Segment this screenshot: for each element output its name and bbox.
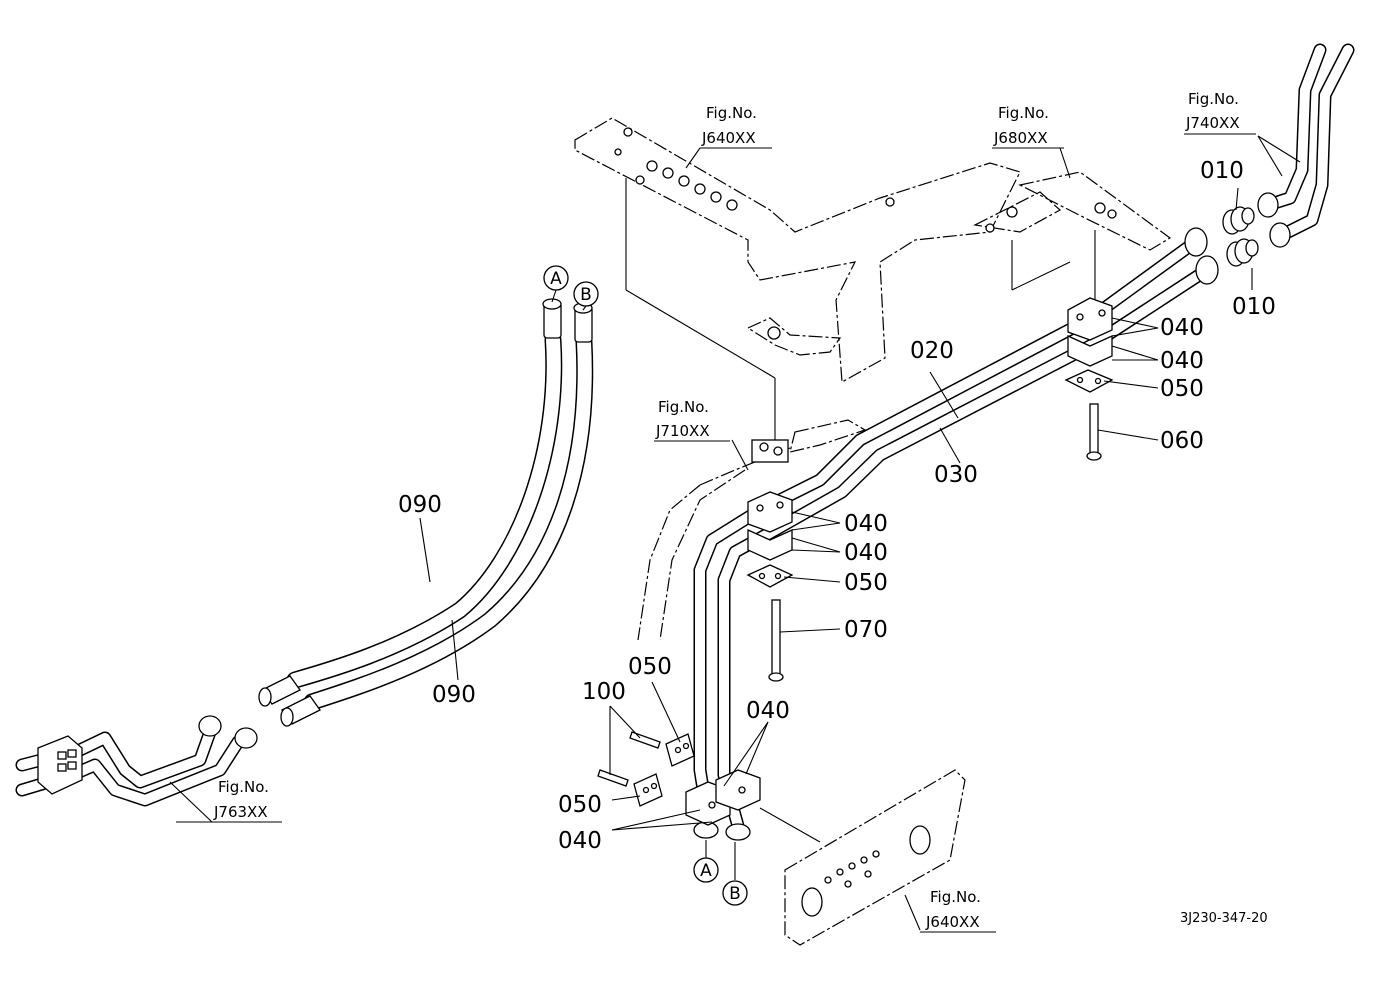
marker-b-top: B (573, 281, 599, 307)
svg-text:Fig.No.: Fig.No. (658, 398, 709, 416)
svg-text:B: B (729, 884, 741, 904)
label-030: 030 (934, 462, 978, 488)
label-010-upper: 010 (1200, 158, 1244, 184)
frame-bolts (635, 160, 1117, 233)
label-020: 020 (910, 338, 954, 364)
washer-050-upper-right (1064, 369, 1114, 393)
figure-reference-labels: Fig.No. J640XX Fig.No. J680XX Fig.No. J7… (176, 90, 1256, 933)
fig-ref-j710xx: Fig.No. J710XX (654, 398, 730, 442)
fitting-010-lower (1226, 238, 1259, 267)
hose-090-a (286, 331, 563, 689)
fitting-010-upper (1222, 206, 1255, 235)
svg-text:J710XX: J710XX (655, 422, 710, 440)
svg-text:B: B (580, 285, 592, 305)
label-040-d: 040 (844, 540, 888, 566)
j740-hoses (1257, 43, 1355, 248)
svg-text:A: A (700, 861, 712, 881)
fig-ref-j640xx-top: Fig.No. J640XX (700, 104, 772, 149)
marker-b-bottom: B (722, 880, 748, 906)
j710-bracket-outline (637, 419, 867, 641)
hose-end-fittings (258, 298, 593, 727)
label-050-a: 050 (1160, 376, 1204, 402)
svg-text:Fig.No.: Fig.No. (930, 888, 981, 906)
projection-lines (625, 178, 1096, 440)
bolt-060 (1086, 403, 1102, 461)
clamp-040-upper-right (1067, 297, 1113, 367)
fig-ref-j680xx: Fig.No. J680XX (992, 104, 1064, 149)
washer-050-lower-a (665, 733, 695, 767)
connection-markers: A B A B (543, 265, 748, 906)
svg-text:J763XX: J763XX (213, 803, 268, 821)
label-090-a: 090 (398, 492, 442, 518)
svg-text:Fig.No.: Fig.No. (218, 778, 269, 796)
svg-text:J640XX: J640XX (701, 129, 756, 147)
j763-pipes (15, 715, 258, 807)
label-010-lower: 010 (1232, 294, 1276, 320)
label-090-b: 090 (432, 682, 476, 708)
svg-text:Fig.No.: Fig.No. (706, 104, 757, 122)
pipe-end-nuts (693, 227, 1219, 841)
label-060: 060 (1160, 428, 1204, 454)
bottom-plate-outline (759, 769, 966, 946)
svg-text:J680XX: J680XX (993, 129, 1048, 147)
fig-ref-j640xx-bottom: Fig.No. J640XX (920, 888, 996, 933)
hose-090-b (303, 333, 594, 711)
marker-a-bottom: A (693, 857, 719, 883)
washer-050-lower-b (633, 773, 663, 807)
label-040-c: 040 (844, 511, 888, 537)
label-040-f: 040 (558, 828, 602, 854)
svg-text:J740XX: J740XX (1185, 114, 1240, 132)
label-050-b: 050 (844, 570, 888, 596)
pipe-030 (717, 261, 1217, 833)
clamp-040-lower (685, 769, 761, 826)
label-070: 070 (844, 617, 888, 643)
svg-text:J640XX: J640XX (925, 913, 980, 931)
bolt-070 (768, 599, 784, 682)
clamp-040-middle (747, 491, 793, 561)
drawing-number: 3J230-347-20 (1180, 911, 1268, 926)
label-050-c: 050 (628, 654, 672, 680)
fig-ref-j763xx: Fig.No. J763XX (176, 778, 282, 823)
frame-outline (574, 117, 1172, 383)
label-100: 100 (582, 679, 626, 705)
washer-050-middle (746, 564, 794, 588)
label-050-d: 050 (558, 792, 602, 818)
label-040-e: 040 (746, 698, 790, 724)
fig-ref-j740xx: Fig.No. J740XX (1184, 90, 1256, 135)
leader-lines (169, 135, 1301, 931)
part-number-labels: 010 010 020 030 040 040 040 040 040 040 … (398, 158, 1276, 854)
svg-text:Fig.No.: Fig.No. (1188, 90, 1239, 108)
marker-a-top: A (543, 265, 569, 291)
svg-text:Fig.No.: Fig.No. (998, 104, 1049, 122)
svg-text:A: A (550, 269, 562, 289)
label-040-b: 040 (1160, 348, 1204, 374)
label-040-a: 040 (1160, 315, 1204, 341)
